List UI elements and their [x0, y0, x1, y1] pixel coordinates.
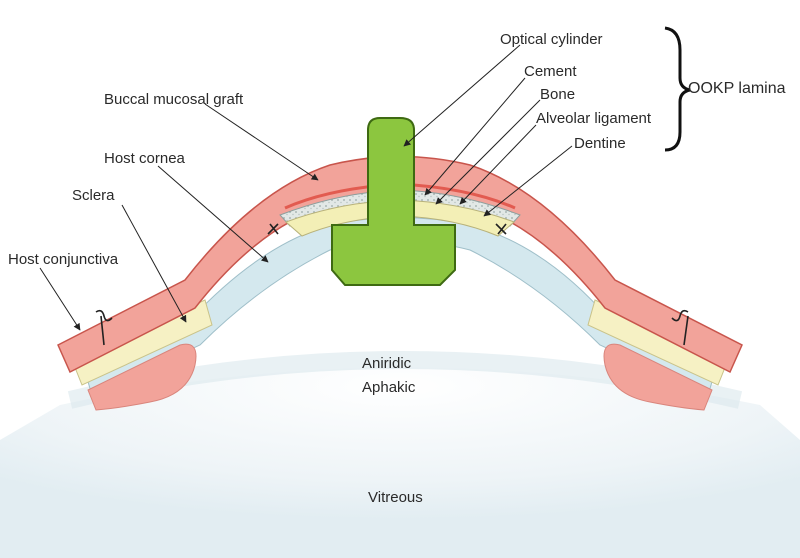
label-host-cornea: Host cornea — [104, 150, 186, 167]
vitreous-region — [0, 367, 800, 558]
conjunctiva-left — [87, 343, 197, 411]
label-buccal-mucosal-graft: Buccal mucosal graft — [104, 91, 244, 108]
label-host-conjunctiva: Host conjunctiva — [8, 251, 119, 268]
label-aniridic: Aniridic — [362, 355, 412, 372]
ookp-bracket — [664, 26, 691, 152]
optical-cylinder — [331, 117, 456, 286]
leader-lines — [39, 44, 573, 331]
label-optical-cylinder: Optical cylinder — [500, 31, 603, 48]
suture-marks — [95, 223, 689, 346]
conjunctiva-right — [603, 343, 713, 411]
label-sclera: Sclera — [72, 187, 115, 204]
label-ookp-lamina: OOKP lamina — [688, 80, 786, 97]
label-vitreous: Vitreous — [368, 489, 423, 506]
label-cement: Cement — [524, 63, 577, 80]
label-dentine: Dentine — [574, 135, 626, 152]
label-bone: Bone — [540, 86, 575, 103]
label-alveolar-ligament: Alveolar ligament — [536, 110, 652, 127]
label-aphakic: Aphakic — [362, 379, 416, 396]
